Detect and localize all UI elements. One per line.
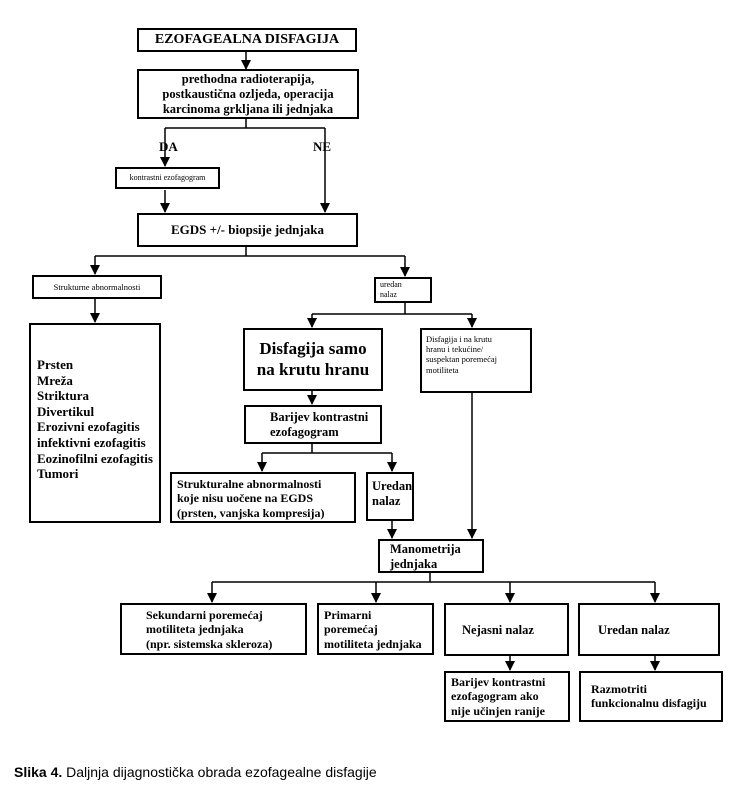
normal-final-node: Uredan nalaz bbox=[578, 603, 720, 656]
functional-line-2: funkcionalnu disfagiju bbox=[591, 696, 707, 711]
egds-node: EGDS +/- biopsije jednjaka bbox=[137, 213, 358, 247]
barium-if-line-1: Barijev kontrastni bbox=[451, 675, 546, 689]
question-line-3: karcinoma grkljana ili jednjaka bbox=[162, 101, 334, 116]
secondary-line-1: Sekundarni poremećaj bbox=[146, 608, 263, 622]
question-line-2: postkaustična ozljeda, operacija bbox=[162, 86, 334, 101]
secondary-node: Sekundarni poremećaj motiliteta jednjaka… bbox=[120, 603, 307, 655]
unclear-label: Nejasni nalaz bbox=[462, 623, 534, 637]
secondary-line-3: (npr. sistemska skleroza) bbox=[146, 636, 273, 651]
cause-item: infektivni ezofagitis bbox=[37, 434, 146, 450]
normal-small-line-1: uredan bbox=[380, 280, 402, 290]
functional-node: Razmotriti funkcionalnu disfagiju bbox=[579, 671, 723, 722]
primary-line-3: motiliteta jednjaka bbox=[324, 636, 422, 651]
cause-item: Tumori bbox=[37, 466, 79, 482]
cause-item: Prsten bbox=[37, 357, 74, 372]
normal-small-node: uredan nalaz bbox=[374, 277, 432, 303]
normal-final-label: Uredan nalaz bbox=[598, 623, 670, 637]
normal-result-line-1: Uredan bbox=[372, 479, 413, 493]
primary-line-2: poremećaj bbox=[324, 622, 378, 637]
cause-item: Erozivni ezofagitis bbox=[37, 419, 140, 435]
normal-small-line-2: nalaz bbox=[380, 290, 397, 299]
solid-liquid-node: Disfagija i na krutu hranu i tekućine/ s… bbox=[420, 328, 532, 393]
manometry-node: Manometrija jednjaka bbox=[378, 539, 484, 573]
cause-item: Eozinofilni ezofagitis bbox=[37, 450, 153, 466]
cause-item: Divertikul bbox=[37, 403, 95, 419]
branch-yes-label: DA bbox=[159, 139, 178, 154]
unclear-node: Nejasni nalaz bbox=[444, 603, 569, 656]
struct-not-seen-line-2: koje nisu uočene na EGDS bbox=[177, 491, 314, 506]
normal-result-line-2: nalaz bbox=[372, 494, 401, 508]
solid-only-node: Disfagija samo na krutu hranu bbox=[243, 328, 383, 391]
manometry-line-1: Manometrija bbox=[390, 542, 461, 556]
solid-only-line-2: na krutu hranu bbox=[256, 359, 370, 379]
structural-label: Strukturne abnormalnosti bbox=[53, 281, 141, 292]
solid-liquid-line-3: suspektan poremećaj bbox=[426, 354, 498, 365]
branch-no-label: NE bbox=[313, 139, 332, 154]
question-line-1: prethodna radioterapija, bbox=[181, 71, 315, 86]
barium-line-1: Barijev kontrastni bbox=[270, 410, 369, 424]
contrast-node: kontrastni ezofagogram bbox=[115, 167, 220, 189]
barium-line-2: ezofagogram bbox=[270, 425, 339, 439]
struct-not-seen-line-1: Strukturalne abnormalnosti bbox=[177, 477, 322, 491]
solid-liquid-line-1: Disfagija i na krutu bbox=[426, 334, 492, 344]
barium-if-line-3: nije učinjen ranije bbox=[451, 703, 545, 718]
primary-line-1: Primarni bbox=[324, 608, 372, 622]
solid-liquid-line-2: hranu i tekućine/ bbox=[426, 344, 484, 355]
cause-item: Striktura bbox=[37, 388, 89, 404]
manometry-line-2: jednjaka bbox=[390, 557, 438, 571]
cause-item: Mreža bbox=[37, 372, 73, 388]
start-node: EZOFAGEALNA DISFAGIJA bbox=[137, 28, 357, 52]
barium-node: Barijev kontrastni ezofagogram bbox=[244, 405, 382, 444]
primary-node: Primarni poremećaj motiliteta jednjaka bbox=[317, 603, 434, 655]
figure-caption: Slika 4. Daljnja dijagnostička obrada ez… bbox=[14, 764, 377, 780]
barium-if-node: Barijev kontrastni ezofagogram ako nije … bbox=[444, 671, 570, 722]
structural-node: Strukturne abnormalnosti bbox=[32, 275, 162, 299]
barium-if-line-2: ezofagogram ako bbox=[451, 689, 539, 704]
struct-not-seen-line-3: (prsten, vanjska kompresija) bbox=[177, 505, 325, 520]
question-node: prethodna radioterapija, postkaustična o… bbox=[137, 69, 359, 119]
solid-liquid-line-4: motiliteta bbox=[426, 364, 459, 375]
struct-not-seen-node: Strukturalne abnormalnosti koje nisu uoč… bbox=[170, 472, 356, 523]
start-label: EZOFAGEALNA DISFAGIJA bbox=[154, 31, 340, 47]
functional-line-1: Razmotriti bbox=[591, 682, 647, 696]
contrast-label: kontrastni ezofagogram bbox=[129, 173, 206, 183]
caption-label: Slika 4. bbox=[14, 764, 63, 780]
causes-node: Prsten Mreža Striktura Divertikul Eroziv… bbox=[29, 323, 161, 523]
normal-result-node: Uredan nalaz bbox=[366, 472, 414, 521]
secondary-line-2: motiliteta jednjaka bbox=[146, 622, 244, 637]
solid-only-line-1: Disfagija samo bbox=[259, 339, 367, 359]
caption-text: Daljnja dijagnostička obrada ezofagealne… bbox=[62, 764, 377, 780]
egds-label: EGDS +/- biopsije jednjaka bbox=[171, 222, 324, 238]
